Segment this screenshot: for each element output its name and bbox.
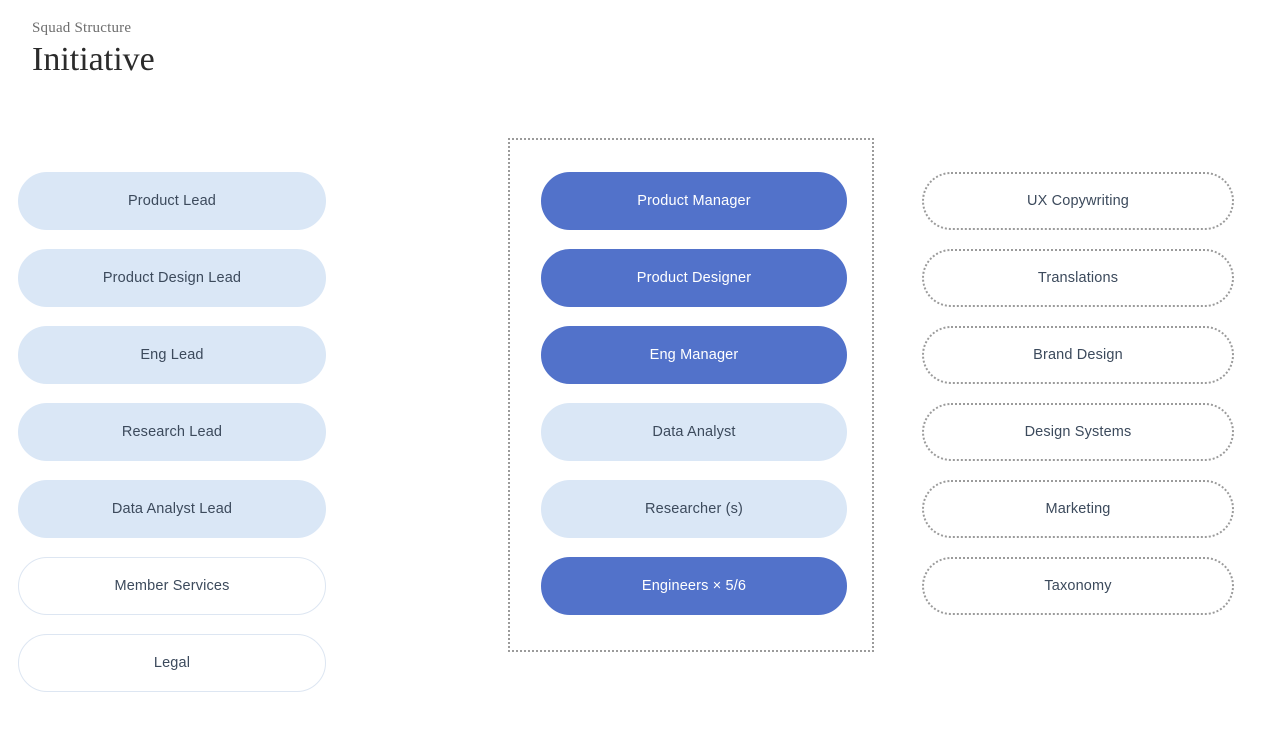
role-pill-label: UX Copywriting — [1026, 193, 1130, 209]
role-pill-support[interactable]: UX Copywriting — [922, 172, 1234, 230]
role-pill-label: Product Design Lead — [102, 270, 242, 286]
role-pill-leads[interactable]: Member Services — [18, 557, 326, 615]
role-pill-label: Research Lead — [121, 424, 223, 440]
role-pill-squad[interactable]: Product Manager — [541, 172, 847, 230]
role-pill-label: Researcher (s) — [645, 501, 743, 517]
role-pill-label: Eng Lead — [140, 347, 204, 363]
role-pill-label: Design Systems — [1024, 424, 1132, 440]
role-pill-support[interactable]: Brand Design — [922, 326, 1234, 384]
role-pill-leads[interactable]: Data Analyst Lead — [18, 480, 326, 538]
squad-group-frame — [508, 138, 874, 652]
role-pill-squad[interactable]: Eng Manager — [541, 326, 847, 384]
role-pill-leads[interactable]: Product Design Lead — [18, 249, 326, 307]
role-pill-label: Taxonomy — [1044, 578, 1112, 594]
role-pill-leads[interactable]: Research Lead — [18, 403, 326, 461]
role-pill-label: Marketing — [1045, 501, 1111, 517]
page-title: Initiative — [32, 41, 155, 78]
role-pill-label: Data Analyst — [652, 424, 736, 440]
role-pill-squad[interactable]: Researcher (s) — [541, 480, 847, 538]
role-pill-label: Brand Design — [1033, 347, 1123, 363]
role-pill-squad[interactable]: Data Analyst — [541, 403, 847, 461]
page-header: Squad Structure Initiative — [32, 18, 155, 81]
role-pill-support[interactable]: Design Systems — [922, 403, 1234, 461]
page-eyebrow: Squad Structure — [32, 20, 132, 36]
role-pill-support[interactable]: Marketing — [922, 480, 1234, 538]
role-pill-leads[interactable]: Eng Lead — [18, 326, 326, 384]
role-pill-label: Product Manager — [637, 193, 751, 209]
role-pill-label: Legal — [153, 655, 191, 671]
role-pill-label: Product Designer — [636, 270, 752, 286]
role-pill-label: Engineers × 5/6 — [641, 578, 747, 594]
role-pill-support[interactable]: Taxonomy — [922, 557, 1234, 615]
role-pill-leads[interactable]: Product Lead — [18, 172, 326, 230]
role-pill-leads[interactable]: Legal — [18, 634, 326, 692]
role-pill-label: Product Lead — [127, 193, 217, 209]
role-pill-squad[interactable]: Product Designer — [541, 249, 847, 307]
role-pill-support[interactable]: Translations — [922, 249, 1234, 307]
role-pill-label: Translations — [1037, 270, 1119, 286]
role-pill-label: Eng Manager — [649, 347, 739, 363]
role-pill-label: Member Services — [114, 578, 230, 594]
role-pill-label: Data Analyst Lead — [111, 501, 233, 517]
role-pill-squad[interactable]: Engineers × 5/6 — [541, 557, 847, 615]
